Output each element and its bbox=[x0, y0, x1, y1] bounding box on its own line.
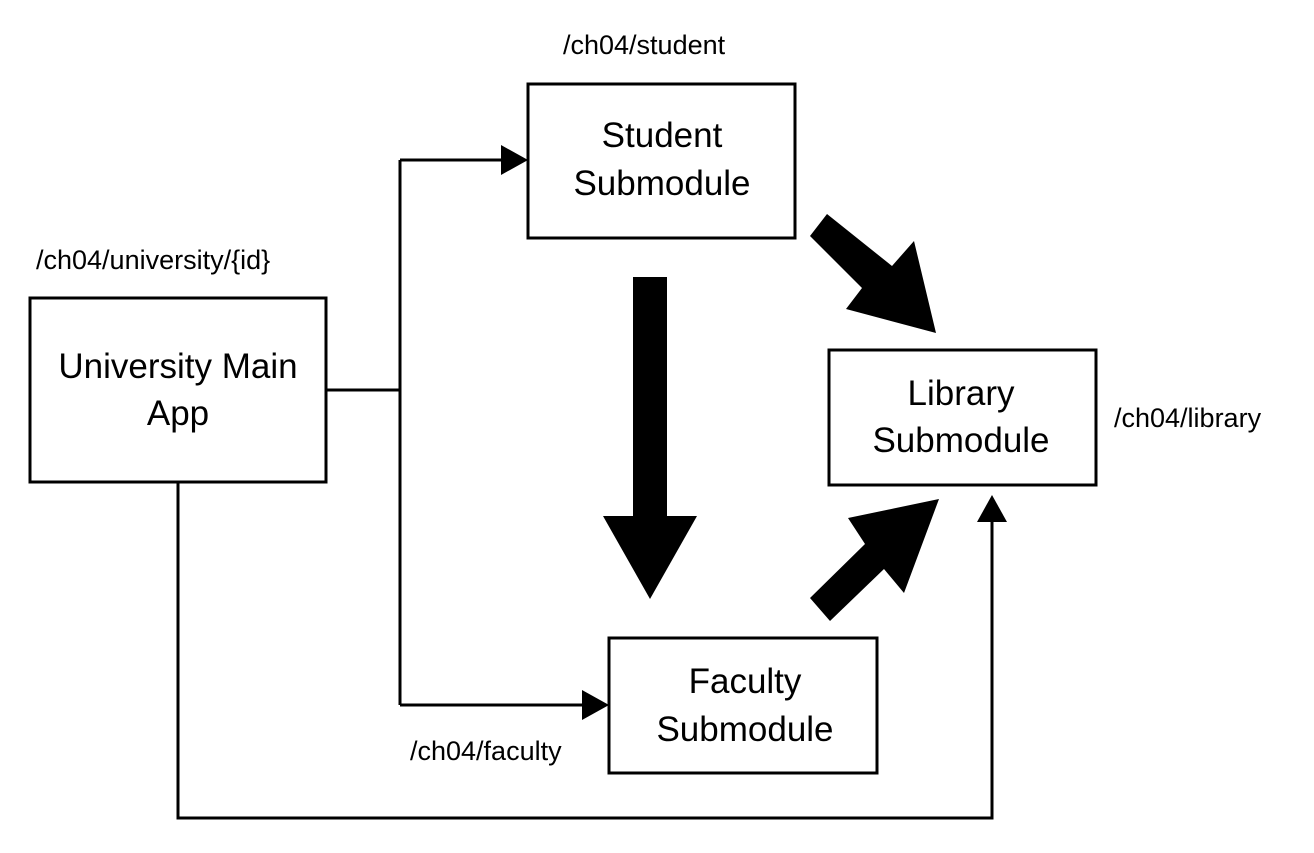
student-label-line1: Student bbox=[602, 116, 723, 155]
university-box bbox=[28, 296, 328, 484]
faculty-label-line1: Faculty bbox=[689, 662, 802, 701]
connectors bbox=[176, 145, 1007, 820]
edge-university-student-arrowhead bbox=[501, 145, 528, 175]
student-box bbox=[526, 82, 797, 240]
university-label-line1: University Main bbox=[58, 347, 297, 386]
block-arrow-faculty-library bbox=[810, 499, 939, 621]
node-university: University Main App /ch04/university/{id… bbox=[28, 245, 328, 484]
faculty-box bbox=[607, 636, 879, 775]
student-path-label: /ch04/student bbox=[563, 30, 726, 60]
library-box bbox=[827, 348, 1098, 487]
edge-university-faculty-arrowhead bbox=[582, 690, 609, 720]
university-label-line2: App bbox=[147, 394, 209, 433]
library-path-label: /ch04/library bbox=[1114, 403, 1262, 433]
block-arrow-student-library bbox=[810, 214, 936, 333]
library-label-line2: Submodule bbox=[872, 421, 1049, 460]
faculty-path-label: /ch04/faculty bbox=[410, 736, 562, 766]
library-label-line1: Library bbox=[908, 374, 1015, 413]
node-library: Library Submodule /ch04/library bbox=[827, 348, 1262, 487]
student-label-line2: Submodule bbox=[573, 164, 750, 203]
block-arrow-student-faculty bbox=[603, 277, 697, 599]
node-student: Student Submodule /ch04/student bbox=[526, 30, 797, 240]
node-faculty: Faculty Submodule /ch04/faculty bbox=[410, 636, 879, 775]
edge-university-library-line bbox=[176, 483, 994, 820]
block-arrows bbox=[603, 214, 939, 621]
faculty-label-line2: Submodule bbox=[656, 710, 833, 749]
university-path-label: /ch04/university/{id} bbox=[36, 245, 270, 275]
edge-university-library-arrowhead bbox=[977, 495, 1007, 522]
